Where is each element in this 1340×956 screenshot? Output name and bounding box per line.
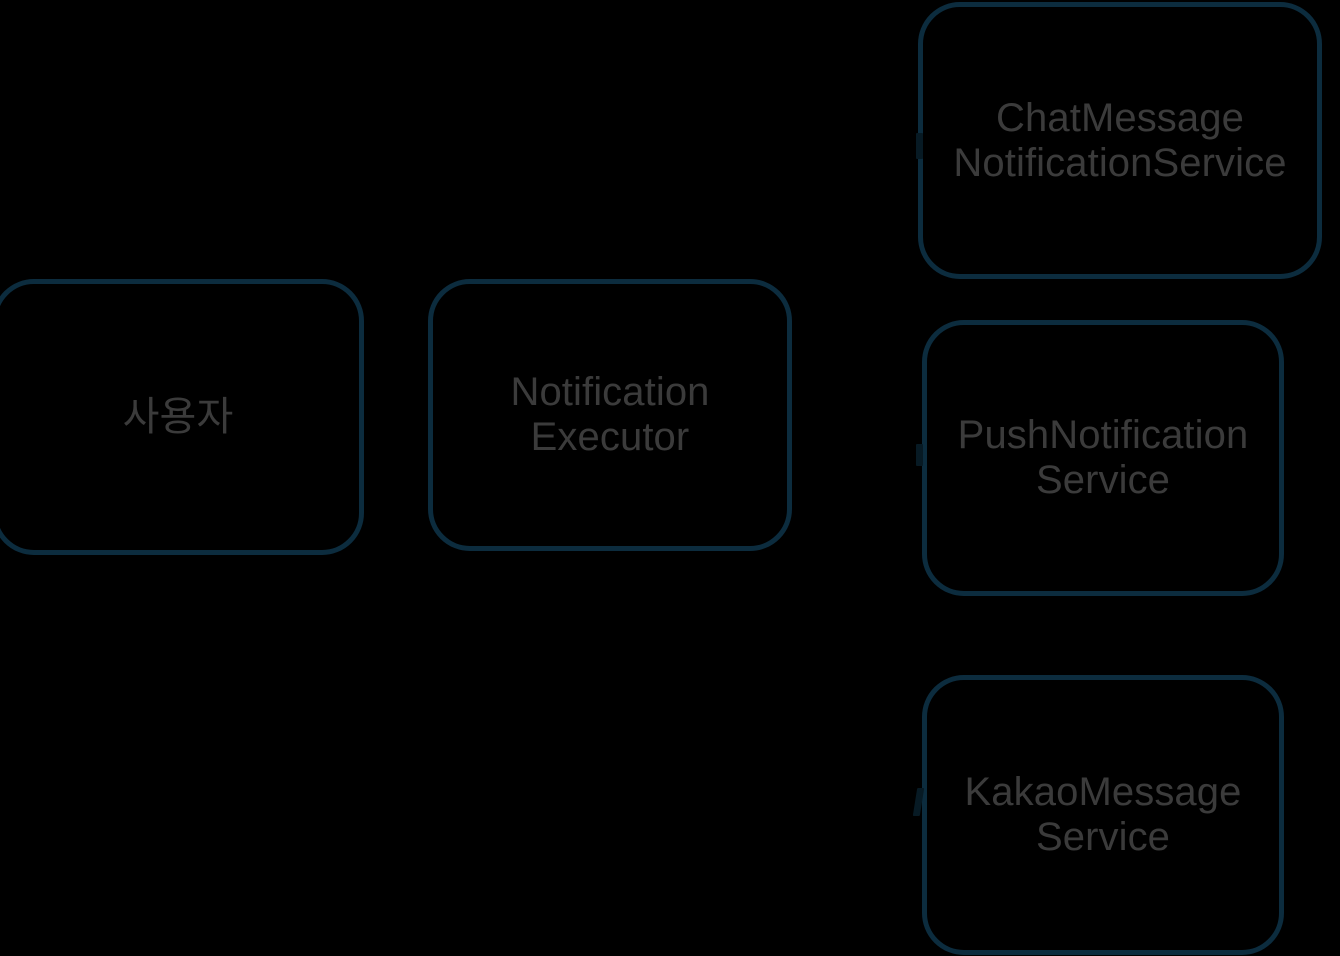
node-notification-executor[interactable]: Notification Executor	[428, 279, 792, 551]
node-push-notification-service[interactable]: PushNotification Service	[922, 320, 1284, 596]
node-chat-message-notification-service-label: ChatMessage NotificationService	[953, 95, 1287, 185]
connector-stub-push-service	[916, 444, 923, 466]
node-notification-executor-label: Notification Executor	[510, 370, 710, 459]
connector-stub-chat-service	[916, 133, 923, 159]
node-kakao-message-service[interactable]: KakaoMessage Service	[922, 675, 1284, 955]
node-user-label: 사용자	[122, 394, 234, 439]
node-user[interactable]: 사용자	[0, 279, 364, 555]
node-chat-message-notification-service[interactable]: ChatMessage NotificationService	[918, 2, 1322, 279]
node-push-notification-service-label: PushNotification Service	[957, 413, 1249, 502]
node-kakao-message-service-label: KakaoMessage Service	[964, 770, 1242, 859]
